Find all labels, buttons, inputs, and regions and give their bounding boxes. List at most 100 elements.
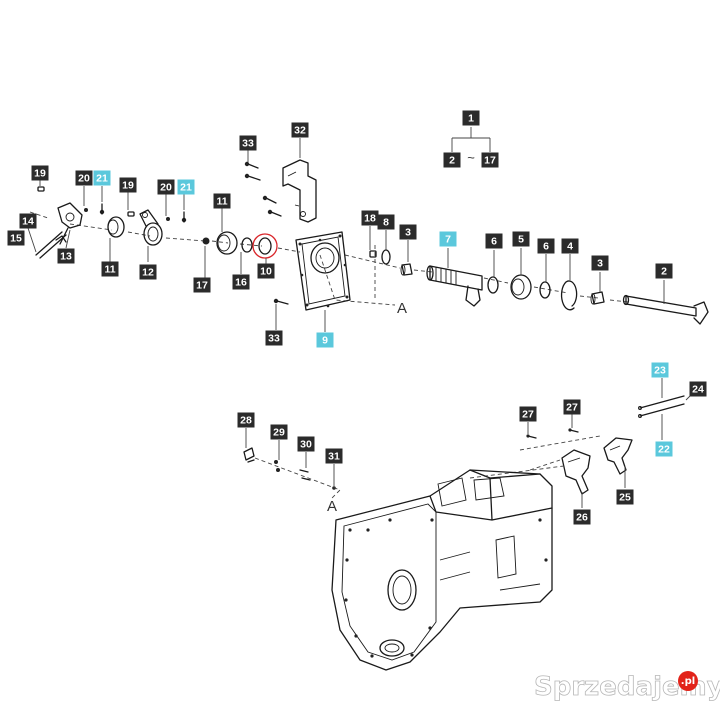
nut-17 xyxy=(202,237,210,245)
pin-27-left xyxy=(526,434,537,439)
part-label-9-text: 9 xyxy=(322,335,328,347)
part-label-21a-text: 21 xyxy=(96,173,108,185)
part-label-11b: 11 xyxy=(101,261,119,277)
shaft-7 xyxy=(426,265,483,307)
part-label-23-box xyxy=(651,362,669,378)
bolts-28 xyxy=(243,447,255,463)
rod-14-15 xyxy=(35,231,67,259)
part-label-31-text: 31 xyxy=(328,451,340,463)
part-label-27a-text: 27 xyxy=(522,409,534,421)
legend-label-top: 1 xyxy=(462,110,480,126)
part-label-8: 8 xyxy=(377,214,395,230)
part-label-20b: 20 xyxy=(157,179,175,195)
seal-10 xyxy=(252,233,278,259)
part-label-10-text: 10 xyxy=(260,266,272,278)
bushing-11-right xyxy=(216,231,238,255)
part-label-27a: 27 xyxy=(519,406,537,422)
part-label-27b: 27 xyxy=(563,399,581,415)
pins-19-20-21-left xyxy=(37,186,105,215)
part-label-2-text: 2 xyxy=(661,266,667,278)
part-label-14-box xyxy=(19,213,37,229)
part-label-33b-text: 33 xyxy=(268,333,280,345)
pin-18 xyxy=(369,250,377,258)
legend-label-top-text: 1 xyxy=(468,113,474,125)
part-label-27b-text: 27 xyxy=(566,402,578,414)
part-label-11b-text: 11 xyxy=(104,264,115,276)
part-label-14: 14 xyxy=(19,213,37,229)
cover-plate-9 xyxy=(295,231,351,311)
part-label-18-text: 18 xyxy=(364,213,376,225)
bearing-5 xyxy=(510,274,532,300)
pin-27-right xyxy=(568,428,579,433)
part-label-21a-box xyxy=(93,170,111,186)
top-assembly-axis xyxy=(29,211,629,306)
part-label-6a: 6 xyxy=(485,233,503,249)
part-label-7: 7 xyxy=(439,231,457,247)
part-label-5: 5 xyxy=(512,231,530,247)
bushing-8 xyxy=(381,249,391,265)
part-label-20b-box xyxy=(157,179,175,195)
part-label-6a-text: 6 xyxy=(491,236,497,248)
part-label-28-text: 28 xyxy=(240,415,252,427)
part-label-10: 10 xyxy=(257,263,275,279)
bushing-11-left xyxy=(107,216,125,238)
part-label-15: 15 xyxy=(7,230,25,246)
part-label-27a-box xyxy=(519,406,537,422)
part-label-21b-text: 21 xyxy=(180,182,192,194)
part-label-25-box xyxy=(616,489,634,505)
part-label-28-box xyxy=(237,412,255,428)
legend-label-left-text: 2 xyxy=(449,155,455,167)
legend-tilde: ~ xyxy=(467,150,475,165)
part-label-5-box xyxy=(512,231,530,247)
part-label-4: 4 xyxy=(561,238,579,254)
part-label-24-box xyxy=(689,381,707,397)
circlip-4 xyxy=(560,280,578,311)
part-label-3a-text: 3 xyxy=(405,227,411,239)
bolt-33-lower xyxy=(273,298,289,305)
part-label-7-text: 7 xyxy=(445,234,451,246)
part-label-11a-text: 11 xyxy=(216,196,227,208)
bushing-3-left xyxy=(400,263,413,276)
part-label-19b-text: 19 xyxy=(122,180,134,192)
part-label-9-box xyxy=(316,332,334,348)
part-label-16-box xyxy=(232,274,250,290)
part-label-15-text: 15 xyxy=(10,233,22,245)
part-label-23-text: 23 xyxy=(654,365,666,377)
fork-25 xyxy=(603,437,633,475)
oring-16 xyxy=(241,237,253,253)
watermark-dot xyxy=(678,671,698,691)
section-ref-top: A xyxy=(397,300,407,317)
part-label-11a-box xyxy=(213,193,231,209)
shift-rod-2 xyxy=(622,294,709,325)
part-label-30-box xyxy=(297,436,315,452)
part-label-30-text: 30 xyxy=(300,439,312,451)
part-label-9: 9 xyxy=(316,332,334,348)
part-label-2: 2 xyxy=(655,263,673,279)
part-label-16: 16 xyxy=(232,274,250,290)
watermark-suffix: .pl xyxy=(681,676,695,687)
part-label-15-box xyxy=(7,230,25,246)
legend-label-right-box xyxy=(481,152,499,168)
part-label-17: 17 xyxy=(193,277,211,293)
part-label-13-box xyxy=(57,248,75,264)
legend-label-top-box xyxy=(462,110,480,126)
parts-29-30-31 xyxy=(274,460,336,490)
part-label-11a: 11 xyxy=(213,193,231,209)
part-label-27b-box xyxy=(563,399,581,415)
part-label-26: 26 xyxy=(573,509,591,525)
part-label-7-box xyxy=(439,231,457,247)
part-label-19a-box xyxy=(31,165,49,181)
part-label-25-text: 25 xyxy=(619,492,631,504)
legend-label-left-box xyxy=(443,152,461,168)
part-label-3b-box xyxy=(591,255,609,271)
bottom-left-axis xyxy=(254,457,341,501)
watermark: Sprzedajemy .pl xyxy=(534,671,720,702)
part-label-20b-text: 20 xyxy=(160,182,172,194)
leader-lines xyxy=(27,138,691,508)
part-label-13: 13 xyxy=(57,248,75,264)
ring-6-right xyxy=(539,281,551,299)
part-label-21b: 21 xyxy=(177,179,195,195)
section-ref-bottom: A xyxy=(327,498,337,515)
highlight-circle xyxy=(252,233,278,259)
